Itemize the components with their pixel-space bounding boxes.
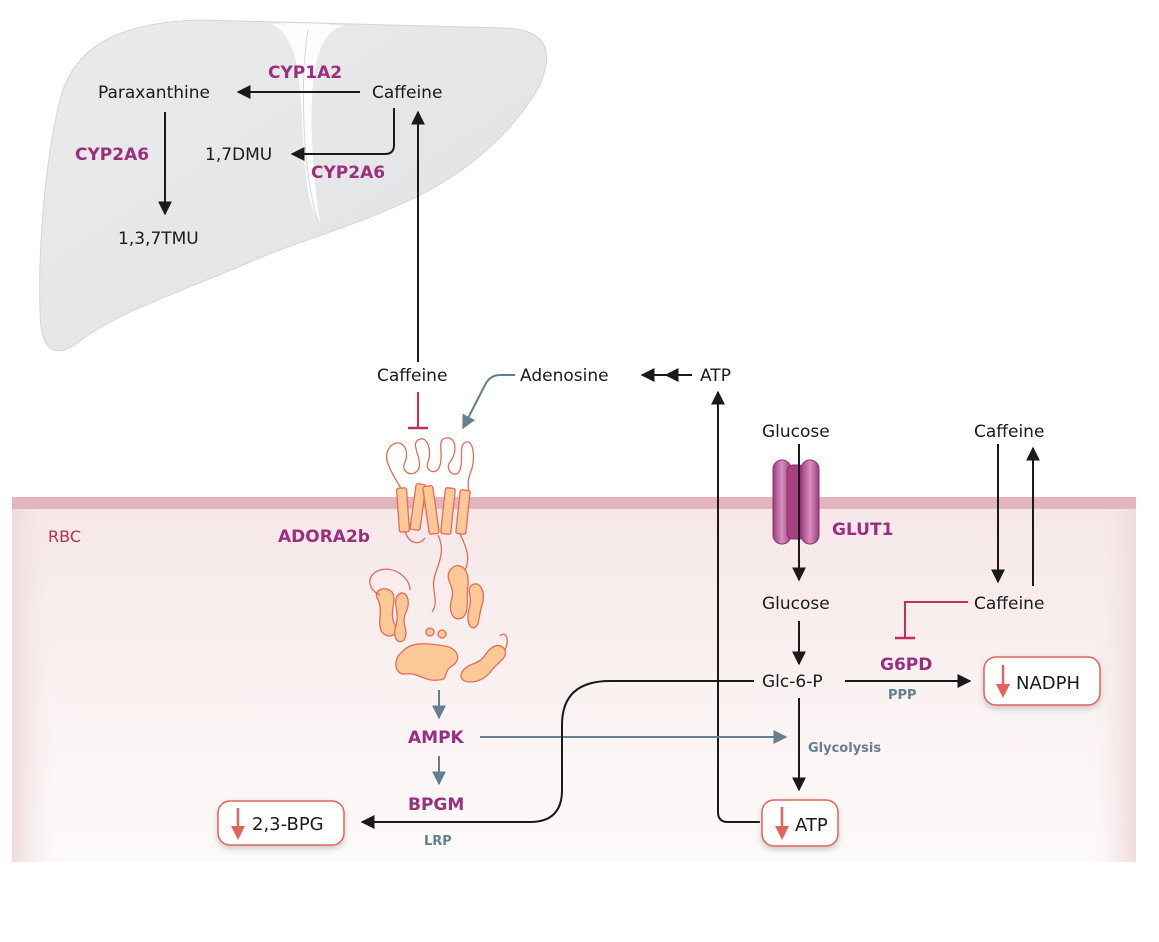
paraxanthine: Paraxanthine: [98, 83, 210, 103]
ampk: AMPK: [408, 728, 465, 748]
bpgm: BPGM: [408, 795, 464, 815]
glycolysis-label: Glycolysis: [808, 741, 881, 756]
outcome-atp: ATP: [761, 799, 839, 847]
glut1-transporter: [772, 459, 820, 545]
arrow-adenosine-to-adora2b: [462, 374, 515, 430]
extracellular-glucose: Glucose: [762, 422, 830, 442]
transporter-glut1: GLUT1: [832, 520, 893, 540]
rbc-cell: [12, 497, 1136, 862]
liver-caffeine: Caffeine: [372, 83, 442, 103]
inhibition-caffeine-adora2b: [408, 392, 428, 430]
inhibition-caffeine-g6pd: [895, 601, 968, 640]
lrp-label: LRP: [424, 834, 452, 849]
decrease-arrow-icon: [996, 665, 1010, 698]
arrow-caffeine-to-dmu: [290, 108, 395, 161]
ppp-label: PPP: [888, 688, 917, 703]
outcome-atp-label: ATP: [795, 815, 828, 836]
enzyme-g6pd: G6PD: [880, 655, 932, 675]
outcome-bpg: 2,3-BPG: [217, 800, 345, 846]
outcome-nadph-label: NADPH: [1016, 673, 1080, 694]
enzyme-cyp2a6-right: CYP2A6: [311, 163, 385, 183]
enzyme-cyp2a6-left: CYP2A6: [75, 145, 149, 165]
liver-fissure: [272, 23, 345, 223]
rbc-membrane: [12, 497, 1136, 509]
adora2b-receptor: [369, 437, 508, 683]
decrease-arrow-icon: [231, 808, 245, 840]
intracellular-caffeine: Caffeine: [974, 594, 1044, 614]
liver-shape: [39, 19, 548, 352]
glc-6-p: Glc-6-P: [762, 672, 823, 692]
intracellular-glucose: Glucose: [762, 594, 830, 614]
extracellular-caffeine-left: Caffeine: [377, 366, 447, 386]
receptor-adora2b: ADORA2b: [278, 527, 370, 547]
rbc-label: RBC: [48, 527, 81, 546]
decrease-arrow-icon: [775, 807, 789, 840]
extracellular-atp: ATP: [700, 366, 731, 386]
outcome-nadph: NADPH: [983, 656, 1101, 706]
dmu-1-7: 1,7DMU: [205, 145, 272, 165]
extracellular-caffeine-right: Caffeine: [974, 422, 1044, 442]
arrow-atp-release: [711, 390, 760, 823]
outcome-bpg-label: 2,3-BPG: [252, 814, 324, 835]
liver: [39, 19, 548, 352]
tmu-1-3-7: 1,3,7TMU: [118, 229, 199, 249]
enzyme-cyp1a2: CYP1A2: [268, 63, 342, 83]
arrow-glc6p-to-bpg: [360, 680, 754, 829]
adenosine: Adenosine: [520, 366, 609, 386]
